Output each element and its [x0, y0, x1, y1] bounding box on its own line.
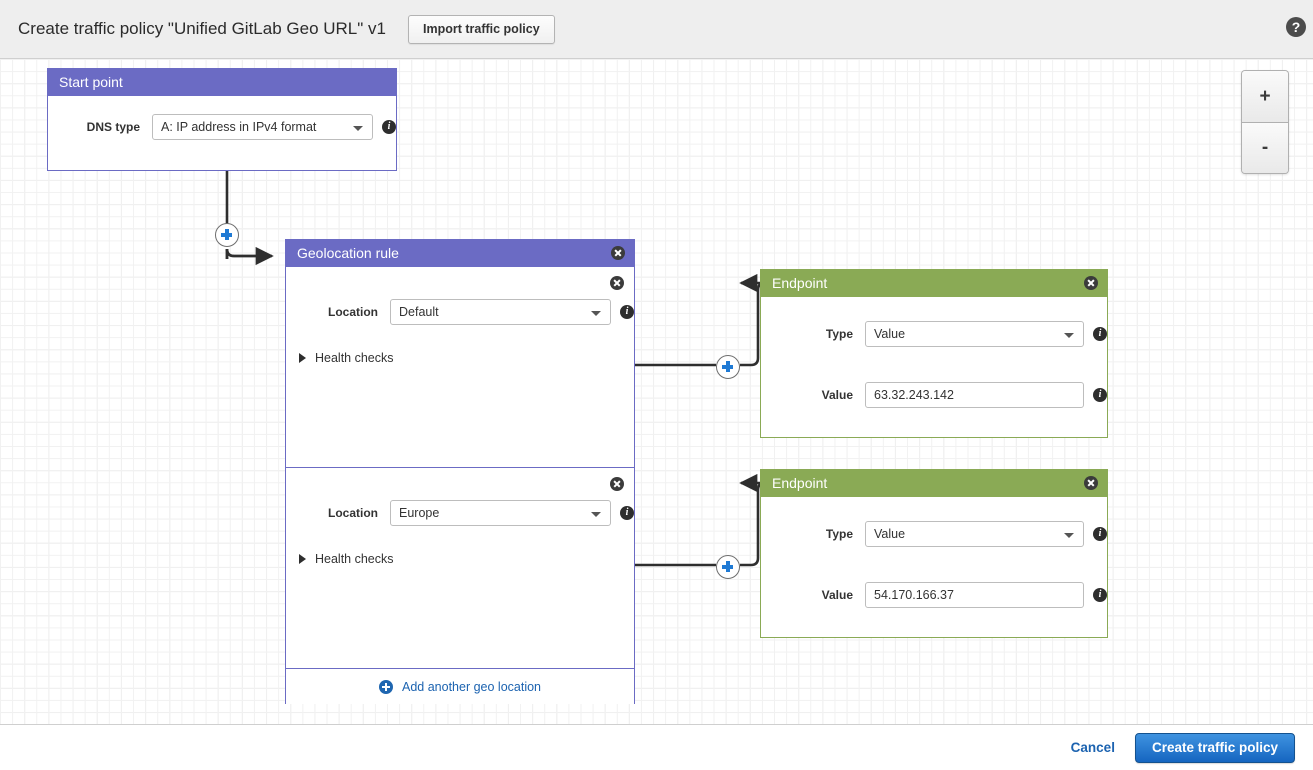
close-icon[interactable]	[1084, 476, 1098, 490]
geo-location-section: Location Default i Health checks	[286, 267, 634, 467]
chevron-down-icon	[591, 311, 601, 316]
zoom-out-button[interactable]: -	[1242, 122, 1288, 173]
close-icon[interactable]	[611, 246, 625, 260]
start-point-card[interactable]: Start point DNS type A: IP address in IP…	[47, 68, 397, 171]
chevron-right-icon	[299, 353, 306, 363]
location-select[interactable]: Default	[390, 299, 611, 325]
dns-type-value: A: IP address in IPv4 format	[161, 120, 317, 134]
geolocation-rule-header: Geolocation rule	[285, 239, 635, 267]
create-traffic-policy-button[interactable]: Create traffic policy	[1134, 732, 1295, 763]
endpoint-type-info-icon[interactable]: i	[1093, 527, 1107, 541]
zoom-in-button[interactable]: +	[1242, 71, 1288, 122]
endpoint-type-label: Type	[825, 527, 853, 541]
plus-circle-icon	[379, 679, 393, 694]
endpoint-card[interactable]: Endpoint Type Value i Value 54.170.166.3…	[760, 469, 1108, 638]
dns-type-row: DNS type A: IP address in IPv4 format i	[48, 114, 396, 140]
start-point-header: Start point	[47, 68, 397, 96]
endpoint-type-info-icon[interactable]: i	[1093, 327, 1107, 341]
endpoint-type-row: Type Value i	[761, 521, 1107, 547]
endpoint-header: Endpoint	[760, 469, 1108, 497]
endpoint-value-text: 54.170.166.37	[874, 588, 954, 602]
close-icon[interactable]	[1084, 276, 1098, 290]
top-bar: Create traffic policy "Unified GitLab Ge…	[0, 0, 1313, 59]
endpoint-value-label: Value	[821, 588, 853, 602]
endpoint-type-row: Type Value i	[761, 321, 1107, 347]
location-label: Location	[328, 305, 378, 319]
add-node-connector[interactable]	[716, 555, 740, 579]
dns-type-select[interactable]: A: IP address in IPv4 format	[152, 114, 373, 140]
health-checks-toggle[interactable]: Health checks	[299, 552, 634, 566]
endpoint-type-select[interactable]: Value	[865, 521, 1084, 547]
close-icon[interactable]	[610, 477, 624, 491]
chevron-down-icon	[1064, 533, 1074, 538]
add-node-connector[interactable]	[716, 355, 740, 379]
add-geo-location-label: Add another geo location	[402, 679, 541, 694]
endpoint-value-row: Value 63.32.243.142 i	[761, 382, 1107, 408]
close-icon[interactable]	[610, 276, 624, 290]
geo-location-section: Location Europe i Health checks	[286, 468, 634, 668]
endpoint-type-value: Value	[874, 527, 906, 541]
geolocation-rule-body: Location Default i Health checks Loca	[285, 267, 635, 704]
help-icon[interactable]: ?	[1286, 17, 1306, 37]
add-geo-location-button[interactable]: Add another geo location	[286, 668, 634, 704]
endpoint-value-text: 63.32.243.142	[874, 388, 954, 402]
endpoint-type-value: Value	[874, 327, 906, 341]
endpoint-value-label: Value	[821, 388, 853, 402]
import-traffic-policy-button[interactable]: Import traffic policy	[407, 14, 555, 44]
chevron-down-icon	[1064, 333, 1074, 338]
location-row: Location Europe i	[286, 500, 634, 526]
endpoint-body: Type Value i Value 54.170.166.37 i	[760, 497, 1108, 638]
health-checks-label: Health checks	[315, 552, 394, 566]
location-value: Europe	[399, 506, 440, 520]
section-divider	[286, 467, 634, 468]
chevron-right-icon	[299, 554, 306, 564]
chevron-down-icon	[353, 126, 363, 131]
location-select[interactable]: Europe	[390, 500, 611, 526]
health-checks-label: Health checks	[315, 351, 394, 365]
page-title: Create traffic policy "Unified GitLab Ge…	[18, 19, 386, 38]
endpoint-body: Type Value i Value 63.32.243.142 i	[760, 297, 1108, 438]
bottom-action-bar: Cancel Create traffic policy	[0, 724, 1313, 770]
geolocation-rule-card[interactable]: Geolocation rule Location Default i Heal…	[285, 239, 635, 704]
start-point-title: Start point	[59, 74, 123, 90]
location-info-icon[interactable]: i	[620, 506, 634, 520]
dns-type-info-icon[interactable]: i	[382, 120, 396, 134]
location-label: Location	[328, 506, 378, 520]
dns-type-label: DNS type	[86, 120, 140, 134]
endpoint-value-info-icon[interactable]: i	[1093, 388, 1107, 402]
geolocation-rule-title: Geolocation rule	[297, 245, 399, 261]
endpoint-title: Endpoint	[772, 275, 828, 291]
health-checks-toggle[interactable]: Health checks	[299, 351, 634, 365]
start-point-body: DNS type A: IP address in IPv4 format i	[47, 96, 397, 171]
chevron-down-icon	[591, 512, 601, 517]
endpoint-type-label: Type	[825, 327, 853, 341]
endpoint-title: Endpoint	[772, 475, 828, 491]
add-node-connector[interactable]	[215, 223, 239, 247]
endpoint-value-input[interactable]: 63.32.243.142	[865, 382, 1084, 408]
endpoint-type-select[interactable]: Value	[865, 321, 1084, 347]
location-value: Default	[399, 305, 439, 319]
location-info-icon[interactable]: i	[620, 305, 634, 319]
zoom-controls[interactable]: + -	[1241, 70, 1289, 174]
location-row: Location Default i	[286, 299, 634, 325]
endpoint-header: Endpoint	[760, 269, 1108, 297]
cancel-button[interactable]: Cancel	[1070, 740, 1115, 755]
policy-canvas[interactable]: Start point DNS type A: IP address in IP…	[0, 59, 1313, 724]
endpoint-value-info-icon[interactable]: i	[1093, 588, 1107, 602]
endpoint-card[interactable]: Endpoint Type Value i Value 63.32.243.14…	[760, 269, 1108, 438]
endpoint-value-row: Value 54.170.166.37 i	[761, 582, 1107, 608]
endpoint-value-input[interactable]: 54.170.166.37	[865, 582, 1084, 608]
